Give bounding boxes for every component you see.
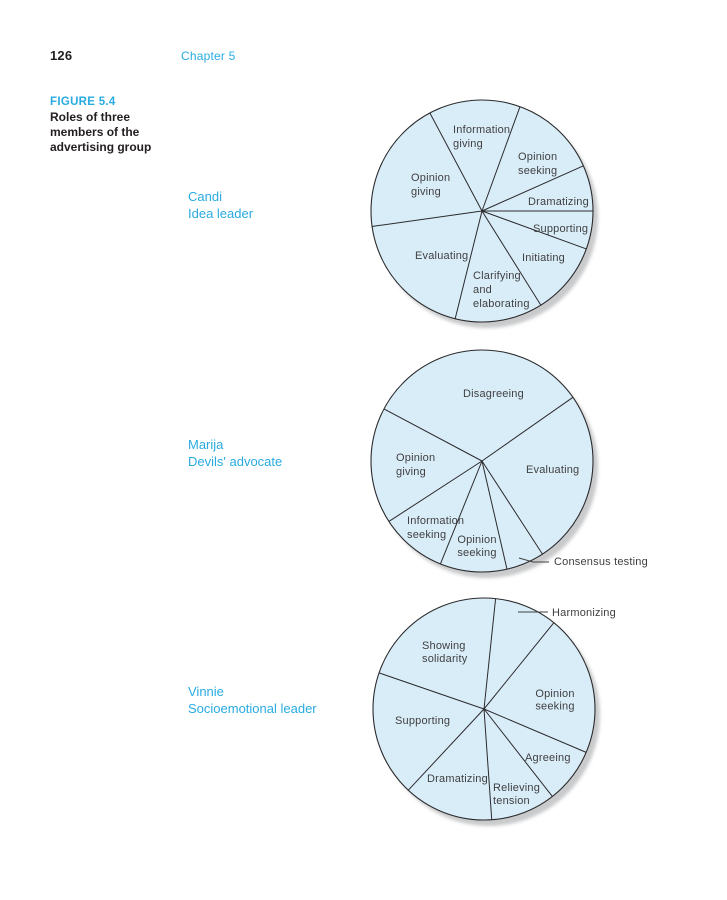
slice-boundary-line [483, 708, 493, 820]
slice-boundary-line [483, 708, 587, 753]
slice-label-line: elaborating [473, 298, 530, 310]
slice-label-line: Opinion [518, 151, 557, 163]
slice-label-line: seeking [535, 701, 574, 713]
chapter-header: Chapter 5 [181, 49, 236, 63]
figure-caption: Roles of three members of the advertisin… [50, 110, 151, 155]
slice-boundary-line [407, 708, 485, 791]
slice-boundary-line [481, 396, 574, 462]
slice-label-line: Relieving [493, 782, 540, 794]
slice-label: Disagreeing [463, 388, 524, 400]
slice-label-line: giving [396, 466, 426, 478]
slice-boundary-line [481, 210, 542, 306]
slice-label-line: Clarifying [473, 270, 521, 282]
slice-label: Information seeking [407, 515, 464, 541]
figure-caption-line: members of the [50, 125, 140, 139]
slice-boundary-line [481, 106, 521, 212]
slice-label-line: Information [407, 515, 464, 527]
slice-label-line: Harmonizing [552, 607, 616, 619]
slice-label-line: Agreeing [525, 752, 571, 764]
slice-label-line: Evaluating [526, 464, 579, 476]
figure-caption-line: Roles of three [50, 110, 131, 124]
slice-boundary-line [439, 460, 483, 565]
slice-label-line: seeking [407, 529, 446, 541]
slice-label-line: seeking [518, 165, 557, 177]
slice-boundary-line [481, 460, 508, 570]
person-label-candi: Candi Idea leader [188, 189, 253, 222]
person-label-vinnie: Vinnie Socioemotional leader [188, 684, 317, 717]
slice-label-line: giving [453, 138, 483, 150]
slice-label-line: Dramatizing [427, 773, 488, 785]
slice-label-line: Dramatizing [528, 196, 589, 208]
slice-label: Initiating [522, 252, 565, 264]
slice-label: Evaluating [526, 464, 579, 476]
person-name: Marija [188, 437, 224, 452]
slice-label: Supporting [395, 715, 450, 727]
slice-label: Opinion giving [396, 452, 435, 478]
slice-label-line: Consensus testing [554, 556, 648, 568]
slice-label-line: Initiating [522, 252, 565, 264]
person-role: Idea leader [188, 205, 254, 221]
figure-caption-line: advertising group [50, 140, 152, 154]
slice-boundary-line [454, 210, 483, 319]
person-label-marija: Marija Devils' advocate [188, 437, 282, 470]
figure-label: FIGURE 5.4 [50, 96, 116, 108]
slice-boundary-line [481, 460, 543, 555]
slice-boundary-line [483, 622, 555, 710]
slice-boundary-line [429, 112, 483, 212]
slice-boundary-line [483, 598, 497, 710]
slice-label-line: Disagreeing [463, 388, 524, 400]
label-leader-line [518, 557, 549, 563]
slice-label: Clarifying and elaborating [473, 270, 530, 310]
slice-label-line: tension [493, 795, 530, 807]
slice-label-line: Opinion [411, 172, 450, 184]
slice-label-line: Opinion [396, 452, 435, 464]
slice-label-line: Opinion [535, 688, 574, 700]
slice-label: Consensus testing [554, 556, 648, 568]
slice-label: Harmonizing [552, 607, 616, 619]
slice-label-line: Evaluating [415, 250, 468, 262]
slice-label: Dramatizing [427, 773, 488, 785]
person-role: Devils' advocate [188, 453, 283, 469]
slice-label-line: and [473, 284, 492, 296]
slice-boundary-line [481, 210, 587, 250]
slice-label-line: Showing [422, 640, 466, 652]
slice-label: Opinion seeking [518, 151, 557, 177]
person-name: Vinnie [188, 684, 224, 699]
slice-label-line: seeking [457, 547, 496, 559]
slice-label-line: Opinion [457, 534, 496, 546]
slice-label-line: Information [453, 124, 510, 136]
person-role: Socioemotional leader [188, 700, 317, 716]
slice-label: Evaluating [415, 250, 468, 262]
slice-boundary-line [388, 460, 483, 522]
slice-label-line: giving [411, 186, 441, 198]
slice-boundary-line [383, 408, 483, 462]
slice-label: Opinion giving [411, 172, 450, 198]
slice-boundary-line [372, 210, 483, 227]
slice-label: Information giving [453, 124, 510, 150]
slice-boundary-line [481, 165, 584, 212]
slice-label-line: Supporting [395, 715, 450, 727]
slice-boundary-line [483, 708, 553, 797]
person-name: Candi [188, 189, 222, 204]
slice-label: Agreeing [525, 752, 571, 764]
slice-label: Supporting [533, 223, 588, 235]
page-number: 126 [50, 48, 73, 63]
slice-label-line: Supporting [533, 223, 588, 235]
slice-label-line: solidarity [422, 653, 468, 665]
slice-boundary-line [378, 672, 485, 710]
slice-label: Dramatizing [528, 196, 589, 208]
